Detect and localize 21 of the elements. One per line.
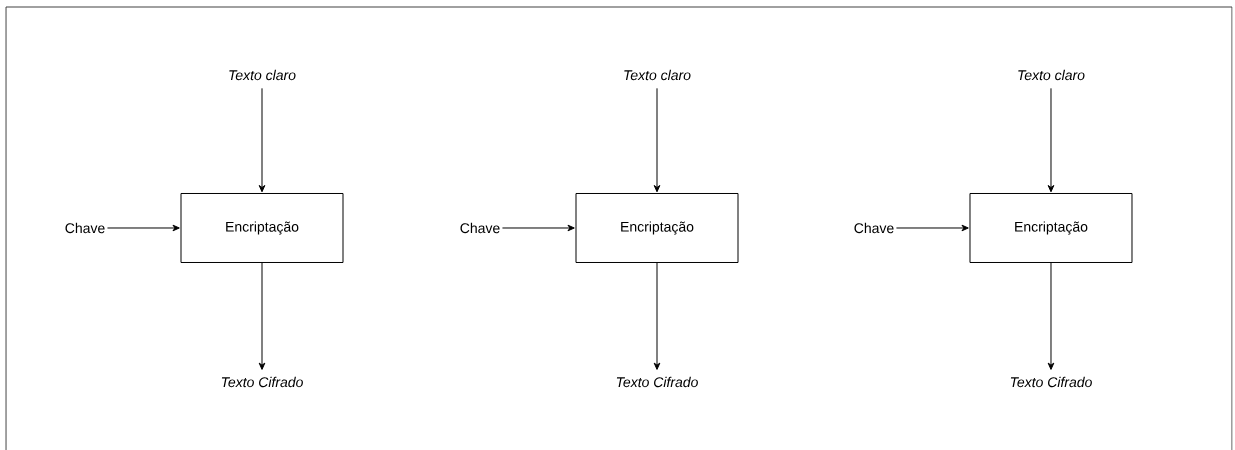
process-box: Encriptação — [180, 193, 344, 263]
input-label: Texto claro — [1018, 69, 1085, 81]
arrow — [1047, 262, 1055, 370]
arrow — [501, 224, 575, 232]
arrow — [258, 262, 266, 370]
output-label: Texto Cifrado — [1010, 376, 1092, 388]
arrow — [895, 224, 969, 232]
arrow — [1047, 87, 1055, 193]
input-label: Texto claro — [229, 69, 296, 81]
arrow — [258, 87, 266, 193]
arrow — [106, 224, 180, 232]
arrow — [653, 262, 661, 370]
key-label: Chave — [854, 222, 894, 234]
process-box: Encriptação — [969, 193, 1133, 263]
output-label: Texto Cifrado — [221, 376, 303, 388]
arrow — [653, 87, 661, 193]
process-box: Encriptação — [575, 193, 739, 263]
output-label: Texto Cifrado — [616, 376, 698, 388]
key-label: Chave — [460, 222, 500, 234]
input-label: Texto claro — [624, 69, 691, 81]
key-label: Chave — [65, 222, 105, 234]
